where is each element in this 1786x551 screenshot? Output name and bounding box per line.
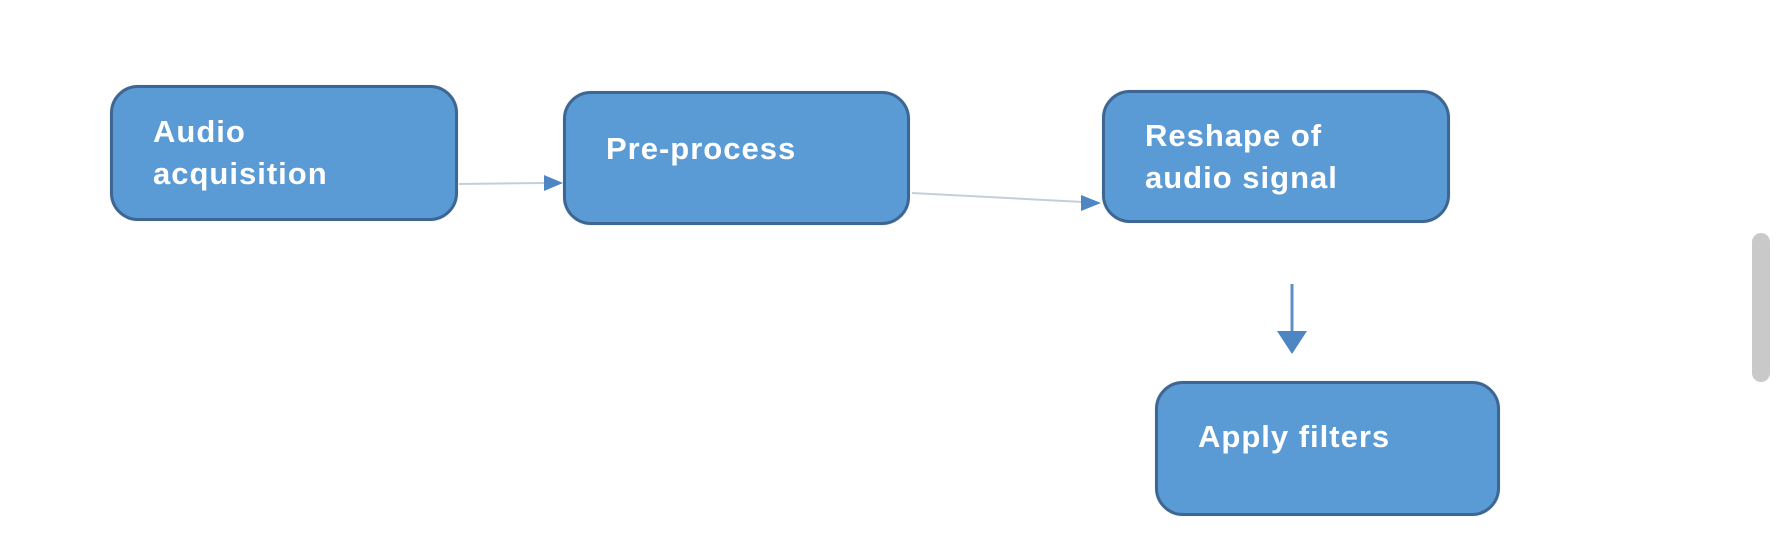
vertical-scrollbar-thumb[interactable] xyxy=(1752,233,1770,382)
node-label-line: Pre-process xyxy=(606,131,797,166)
node-label-line: Audio xyxy=(153,114,246,149)
edge-pre-process-to-reshape xyxy=(911,192,1101,211)
flowchart-node-reshape-of-audio-signal: Reshape of audio signal xyxy=(1102,90,1450,223)
flowchart-node-audio-acquisition: Audio acquisition xyxy=(110,85,458,221)
node-label-line: audio signal xyxy=(1145,159,1338,195)
arrowhead-down-icon xyxy=(1277,331,1307,354)
flowchart-node-pre-process: Pre-process xyxy=(563,91,910,225)
connector-line xyxy=(458,182,547,185)
connector-line xyxy=(911,192,1084,203)
edge-reshape-to-apply-filters xyxy=(1277,284,1307,354)
edge-audio-acquisition-to-pre-process xyxy=(458,175,563,191)
node-label-line: Reshape of xyxy=(1145,117,1323,153)
arrowhead-right-icon xyxy=(544,175,563,191)
node-label-line: Apply filters xyxy=(1198,418,1391,454)
node-label-line: acquisition xyxy=(153,156,328,191)
flowchart-node-apply-filters: Apply filters xyxy=(1155,381,1500,516)
arrowhead-right-icon xyxy=(1081,195,1101,211)
